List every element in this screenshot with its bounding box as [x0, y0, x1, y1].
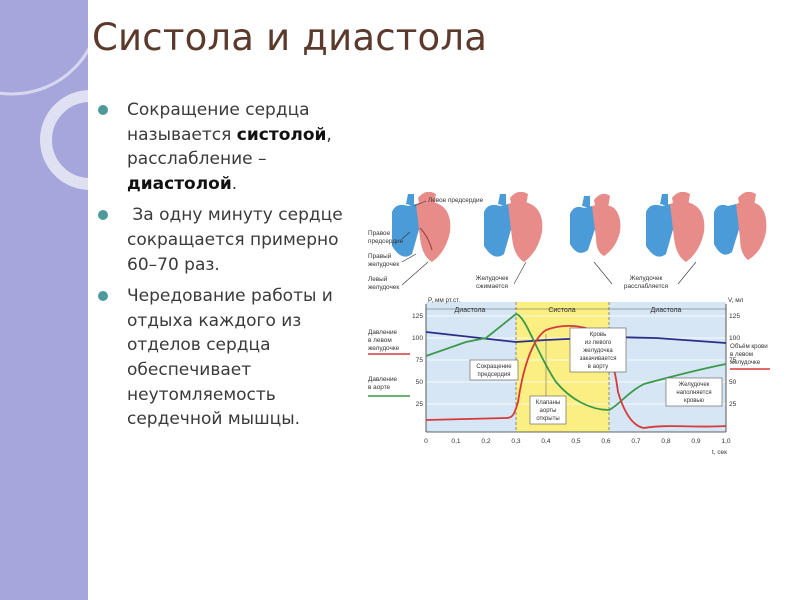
bullet-text: За одну минуту сердце сокращается пример…	[127, 205, 349, 275]
x-tick-label: 0,1	[451, 438, 460, 445]
bullet-text: .	[231, 173, 238, 194]
x-tick-label: 0,7	[631, 438, 640, 445]
x-tick-label: 1,0	[721, 438, 730, 445]
x-tick-label: 0,9	[691, 438, 700, 445]
term-diastole: диастолой	[127, 173, 232, 194]
phase-diastole-2: Диастола	[651, 307, 682, 314]
left-tick-labels: 125 100 75 50 25	[412, 313, 423, 408]
heart-icon	[714, 192, 767, 260]
left-tick-label: 125	[412, 313, 423, 320]
x-tick-label: 0	[424, 438, 428, 445]
heart-icon	[646, 192, 705, 262]
right-tick-labels: 125 100 75 50 25	[729, 313, 740, 408]
label-left-atrium: Левое предсердие	[428, 197, 484, 204]
bullet-list: Сокращение сердца называется систолой, р…	[96, 98, 366, 432]
bullet-dot-icon	[98, 210, 108, 221]
left-accent-bar	[0, 0, 88, 600]
label-leader-lines	[401, 200, 697, 286]
left-tick-label: 25	[416, 401, 424, 408]
x-tick-label: 0,4	[541, 438, 550, 445]
phase-systole: Систола	[548, 307, 575, 314]
bullet-item: За одну минуту сердце сокращается пример…	[96, 203, 366, 277]
x-tick-label: 0,8	[661, 438, 670, 445]
x-tick-labels: 0 0,1 0,2 0,3 0,4 0,5 0,6 0,7 0,8 0,9 1,0	[424, 438, 731, 445]
bullet-dot-icon	[98, 291, 108, 302]
right-tick-label: 75	[729, 357, 737, 364]
bullet-text: , расслабление –	[127, 124, 332, 170]
left-tick-label: 100	[412, 335, 423, 342]
time-axis-label: t, сек	[712, 449, 727, 456]
x-tick-label: 0,5	[571, 438, 580, 445]
term-systole: систолой	[236, 124, 327, 145]
left-tick-label: 50	[416, 379, 424, 386]
left-axis-label: P, мм рт.ст.	[428, 297, 460, 304]
slide-title: Систола и диастола	[92, 16, 488, 59]
right-tick-label: 100	[729, 335, 740, 342]
bullet-item: Сокращение сердца называется систолой, р…	[96, 98, 366, 196]
chart-axes	[425, 304, 727, 433]
x-tick-label: 0,2	[481, 438, 490, 445]
bullet-item: Чередование работы и отдыха каждого из о…	[96, 284, 366, 432]
right-tick-label: 50	[729, 379, 737, 386]
right-tick-label: 25	[729, 401, 737, 408]
bullet-dot-icon	[98, 105, 108, 115]
right-axis-label: V, мл	[728, 297, 744, 304]
heart-icon	[570, 193, 621, 256]
phase-diastole-1: Диастола	[455, 307, 486, 314]
bullet-text: Чередование работы и отдыха каждого из о…	[127, 286, 333, 430]
left-tick-label: 75	[416, 357, 424, 364]
right-tick-label: 125	[729, 313, 740, 320]
x-tick-label: 0,6	[601, 438, 610, 445]
x-tick-label: 0,3	[511, 438, 520, 445]
heart-icon	[484, 192, 543, 262]
bullet-text: Сокращение сердца называется	[127, 100, 310, 145]
heart-icon	[392, 192, 451, 262]
heart-diagrams	[392, 192, 767, 262]
